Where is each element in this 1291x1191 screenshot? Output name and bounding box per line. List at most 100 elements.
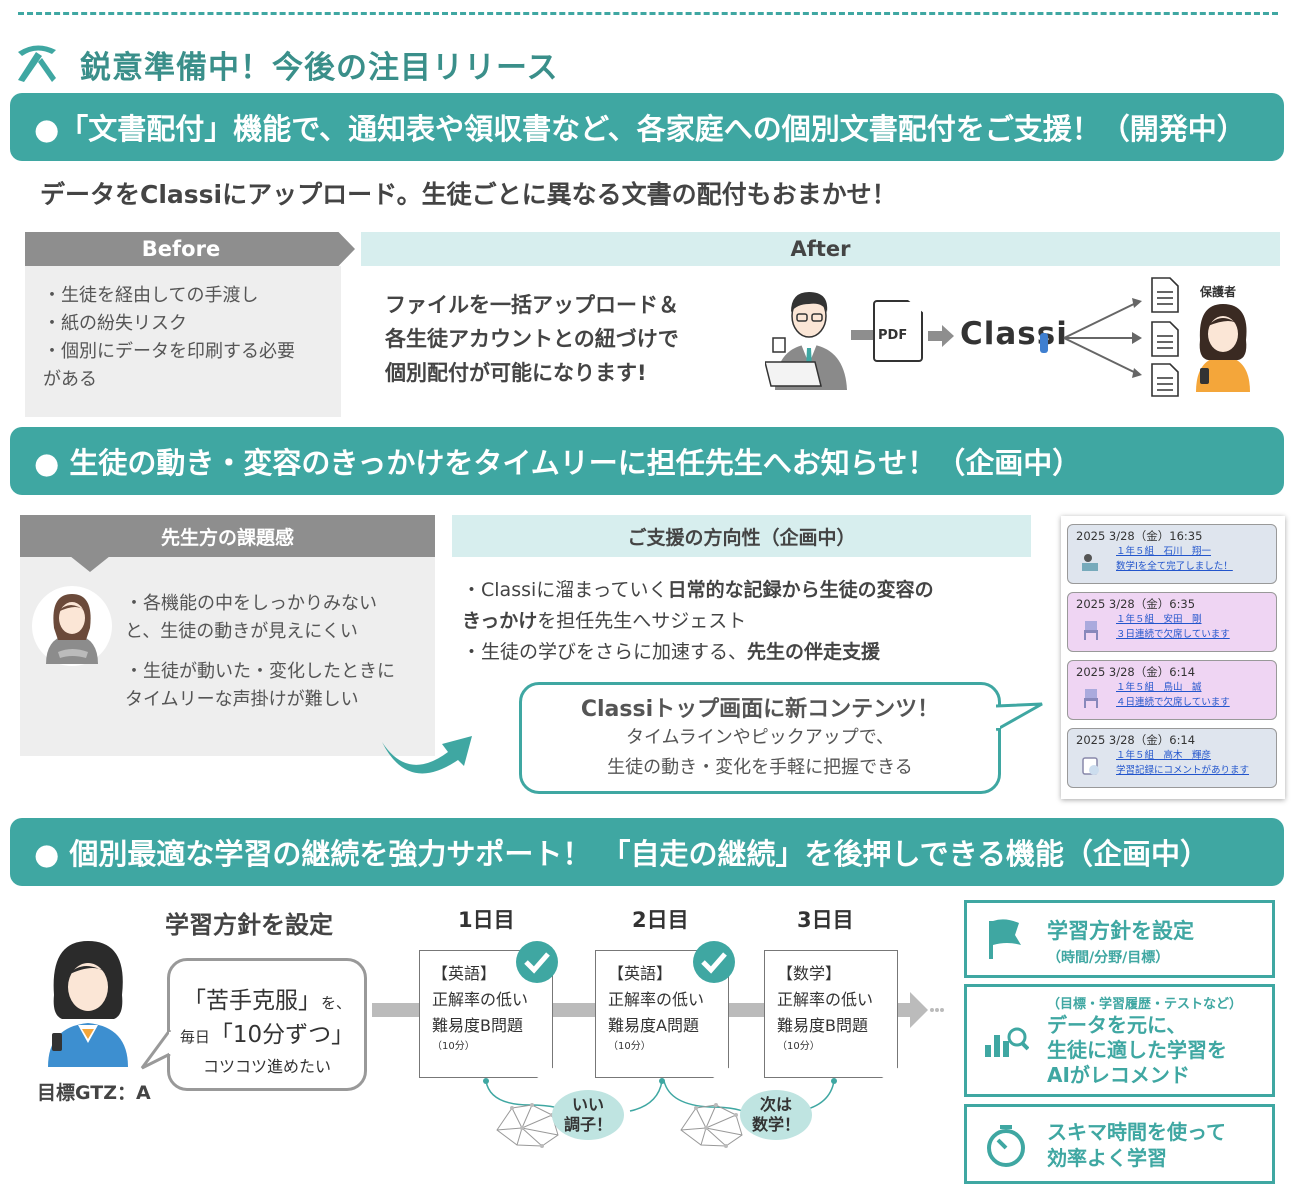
direction-text-part: ・Classiに溜まっていく [462,579,668,601]
goal-heading: 学習方針を設定 [165,911,333,939]
study-icon [1082,554,1098,571]
task-time: （10分） [777,1041,820,1052]
student-avatar [48,941,128,1067]
task-line: 正解率の低い [432,990,529,1009]
timeline-message[interactable]: ３日連続で欠席しています [1116,629,1230,640]
bubble-emphasis: 「苦手克服」 [182,988,321,1014]
check-circle-icon [693,941,735,983]
before-box: ・生徒を経由しての手渡し ・紙の紛失リスク ・個別にデータを印刷する必要 がある [25,266,341,417]
task-time: （10分） [608,1041,651,1052]
issue-header-notch [70,556,110,572]
timeline-card[interactable]: 2025 3/28（金）6:14 １年５組 鳥山 誠 ４日連続で欠席しています [1067,660,1277,720]
bubble-title: Classiトップ画面に新コンテンツ！ [580,697,940,722]
direction-text: ・Classiに溜まっていく日常的な記録から生徒の変容の きっかけを担任先生へサ… [462,575,934,668]
bubble-tail [996,702,1043,732]
arrow-right-icon [928,325,954,347]
issue-line: と、生徒の動きが見えにくい [125,621,358,642]
direction-emphasis: きっかけ [462,610,538,632]
teacher-laptop-illustration [765,292,847,390]
teacher-avatar [32,586,112,666]
feature-subtitle: （時間/分野/目標） [1047,950,1170,966]
ai-brain-icon [680,1103,743,1148]
ai-comment: いい 調子！ [552,1090,624,1140]
direction-header: ご支援の方向性（企画中） [452,515,1031,557]
issue-line: ・各機能の中をしっかりみない [125,593,377,614]
day-label: 2日目 [632,908,689,932]
bubble-text: コツコツ進めたい [202,1057,331,1076]
task-subject: 【英語】 [432,964,497,983]
feature-title: 学習方針を設定 [1047,919,1194,943]
ai-comment-text: 調子！ [563,1115,612,1134]
task-line: 難易度A問題 [608,1016,699,1035]
feature-line: AIがレコメンド [1047,1063,1190,1087]
check-circle-icon [516,941,558,983]
timeline-message[interactable]: ４日連続で欠席しています [1116,697,1230,708]
feature-line: データを元に、 [1047,1013,1187,1037]
goal-bubble: 「苦手克服」を、 毎日「10分ずつ」 コツコツ進めたい [167,958,367,1091]
timeline-card[interactable]: 2025 3/28（金）6:14 １年５組 高木 輝彦 学習記録にコメントがあり… [1067,728,1277,788]
feature-title: データを元に、 生徒に適した学習を AIがレコメンド [1047,1013,1227,1088]
teacher-portrait-icon [46,594,98,664]
bubble-text: 毎日 [179,1028,210,1046]
after-line: ファイルを一括アップロード＆ [385,293,679,317]
timeline-card[interactable]: 2025 3/28（金）16:35 １年５組 石川 翔一 数学Ⅰを全て完了しまし… [1067,524,1277,584]
timeline-panel: 2025 3/28（金）16:35 １年５組 石川 翔一 数学Ⅰを全て完了しまし… [1061,516,1285,799]
distribution-arrows [1063,298,1142,378]
direction-emphasis: 日常的な記録から生徒の変容の [667,579,934,601]
feature-box: （目標・学習履歴・テストなど） データを元に、 生徒に適した学習を AIがレコメ… [964,984,1275,1097]
ai-comment-text: いい [571,1095,604,1114]
top-dashed-divider [18,12,1278,15]
issue-line: タイムリーな声掛けが難しい [125,689,359,710]
goal-bubble-tail [140,1030,174,1070]
goal-label: 目標GTZ：A [37,1082,151,1104]
issue-text: ・各機能の中をしっかりみない と、生徒の動きが見えにくい ・生徒が動いた・変化し… [125,590,395,714]
section3-band: ● 個別最適な学習の継続を強力サポート！ 「自走の継続」を後押しできる機能（企画… [10,818,1284,886]
feature-box: スキマ時間を使って 効率よく学習 [964,1104,1275,1184]
page-title: 鋭意準備中！今後の注目リリース [80,50,559,86]
timer-icon [987,1125,1025,1167]
progress-arrow-icon [900,992,944,1028]
direction-emphasis: 先生の伴走支援 [747,641,881,663]
document-stack-icons [1151,277,1179,397]
arrow-body [851,330,873,340]
curved-arrow-icon [382,736,472,774]
day-label: 3日目 [797,908,854,932]
timeline-card[interactable]: 2025 3/28（金）6:35 １年５組 安田 剛 ３日連続で欠席しています [1067,592,1277,652]
before-item: ・紙の紛失リスク [43,313,187,334]
pdf-label: PDF [878,328,908,343]
after-line: 各生徒アカウントとの紐づけで [385,327,679,351]
section2-band: ● 生徒の動き・変容のきっかけをタイムリーに担任先生へお知らせ！（企画中） [10,427,1284,495]
timeline-date: 2025 3/28（金）6:35 [1076,597,1196,611]
before-header: Before [25,232,355,266]
before-item: ・生徒を経由しての手渡し [43,285,259,306]
guardian-avatar [1196,304,1250,392]
classi-logo-accent [1040,333,1048,353]
after-header: After [361,232,1280,266]
task-line: 正解率の低い [608,990,705,1009]
task-card: 【数学】 正解率の低い 難易度B問題 （10分） [764,950,898,1078]
section1-subtitle: データをClassiにアップロード。生徒ごとに異なる文書の配付もおまかせ！ [40,180,897,209]
pdf-file-icon [873,300,923,362]
timeline-message[interactable]: 学習記録にコメントがあります [1116,765,1250,776]
feature-note: （目標・学習履歴・テストなど） [1047,997,1243,1012]
direction-text-part: ・生徒の学びをさらに加速する、 [462,641,748,663]
after-description: ファイルを一括アップロード＆ 各生徒アカウントとの紐づけで 個別配付が可能になり… [385,288,679,390]
task-time: （10分） [432,1041,475,1052]
timeline-student[interactable]: １年５組 石川 翔一 [1116,546,1212,557]
timeline-message[interactable]: 数学Ⅰを全て完了しました！ [1116,561,1233,572]
guardian-label: 保護者 [1200,285,1237,299]
ai-comment-text: 次は [759,1095,792,1114]
task-line: 難易度B問題 [777,1016,868,1035]
timeline-student[interactable]: １年５組 安田 剛 [1116,614,1202,625]
task-subject: 【数学】 [777,964,842,983]
flag-icon [989,919,1021,959]
timeline-date: 2025 3/28（金）6:14 [1076,665,1196,679]
timeline-student[interactable]: １年５組 鳥山 誠 [1116,682,1202,693]
issue-line: ・生徒が動いた・変化したときに [125,661,395,682]
feature-box: 学習方針を設定 （時間/分野/目標） [964,900,1275,978]
task-line: 正解率の低い [777,990,874,1009]
bubble-emphasis: 「10分ずつ」 [209,1022,355,1048]
timeline-student[interactable]: １年５組 高木 輝彦 [1116,750,1212,761]
before-item: ・個別にデータを印刷する必要 [43,341,295,362]
task-line: 難易度B問題 [432,1016,523,1035]
